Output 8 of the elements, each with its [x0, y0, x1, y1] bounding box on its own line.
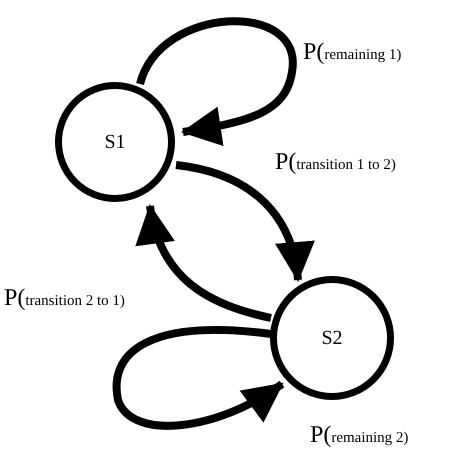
edge-label: P(transition 2 to 1): [4, 286, 125, 310]
edge-label: P(remaining 2): [310, 423, 408, 447]
state-label: S1: [104, 130, 126, 155]
edge-label: P(transition 1 to 2): [275, 150, 396, 174]
edge-label: P(remaining 1): [303, 40, 402, 64]
arrow: [137, 204, 272, 322]
state-label: S2: [321, 326, 343, 351]
arrow: [136, 17, 296, 146]
